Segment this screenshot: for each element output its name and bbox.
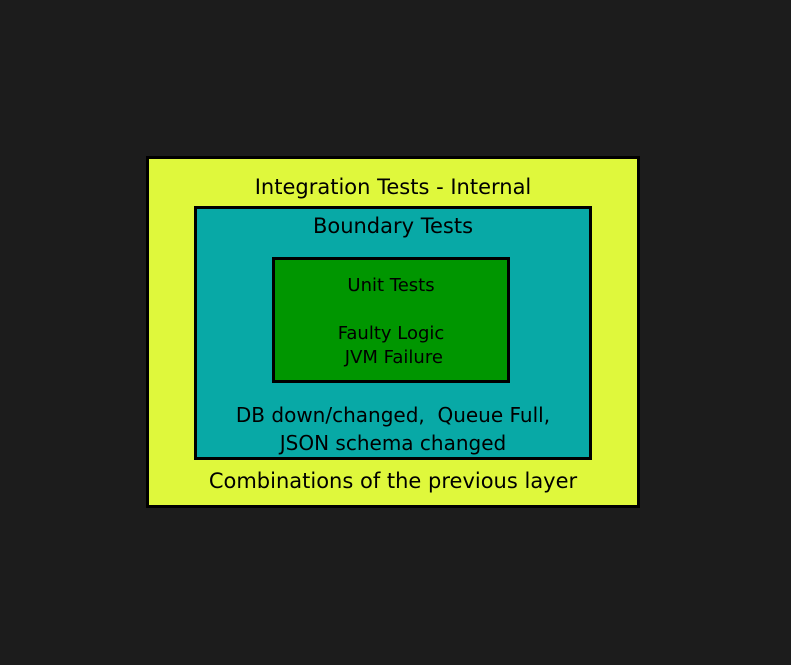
integration-tests-description: Combinations of the previous layer [208,468,578,493]
boundary-tests-title: Boundary Tests [312,214,474,238]
unit-tests-item-jvm-failure: JVM Failure [339,347,443,368]
integration-tests-title: Integration Tests - Internal [254,175,532,199]
unit-tests-item-faulty-logic: Faulty Logic [337,323,445,344]
boundary-tests-description-line2: JSON schema changed [279,431,507,455]
boundary-tests-description: DB down/changed, Queue Full, JSON schema… [197,401,589,457]
boundary-tests-layer: Boundary Tests Unit Tests Faulty Logic J… [194,206,592,460]
unit-tests-title: Unit Tests [347,275,435,296]
boundary-tests-description-line1: DB down/changed, Queue Full, [235,403,551,427]
integration-tests-layer: Integration Tests - Internal Boundary Te… [146,156,640,508]
unit-tests-layer: Unit Tests Faulty Logic JVM Failure [272,257,510,383]
